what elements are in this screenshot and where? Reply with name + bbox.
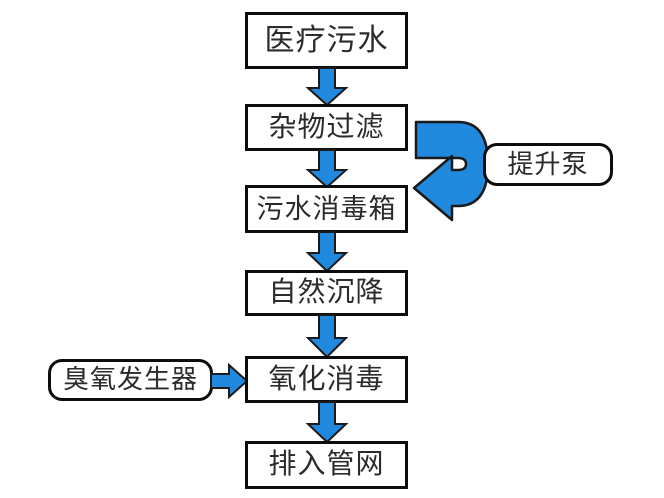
node-lift-pump[interactable]: 提升泵 bbox=[483, 143, 613, 186]
arrow-oxidation-to-pipe-network bbox=[303, 401, 351, 444]
arrow-disinfection-tank-to-sedimentation bbox=[303, 231, 351, 273]
node-label: 臭氧发生器 bbox=[62, 365, 198, 394]
node-label: 自然沉降 bbox=[268, 277, 385, 308]
node-label: 氧化消毒 bbox=[268, 363, 385, 395]
node-label: 提升泵 bbox=[507, 149, 589, 179]
node-discharge-to-pipe-network[interactable]: 排入管网 bbox=[245, 441, 408, 489]
node-debris-filter[interactable]: 杂物过滤 bbox=[245, 104, 408, 151]
node-label: 医疗污水 bbox=[264, 23, 389, 57]
arrow-debris-filter-to-disinfection-tank bbox=[303, 149, 351, 189]
node-label: 杂物过滤 bbox=[268, 111, 385, 143]
arrow-medical-wastewater-to-debris-filter bbox=[303, 67, 351, 107]
arrow-lift-pump-uturn bbox=[406, 116, 498, 228]
node-natural-sedimentation[interactable]: 自然沉降 bbox=[245, 270, 408, 316]
node-oxidation-disinfection[interactable]: 氧化消毒 bbox=[245, 356, 408, 403]
node-label: 污水消毒箱 bbox=[256, 193, 397, 224]
node-ozone-generator[interactable]: 臭氧发生器 bbox=[48, 359, 213, 401]
arrow-sedimentation-to-oxidation bbox=[303, 314, 351, 359]
node-label: 排入管网 bbox=[268, 449, 385, 480]
node-medical-wastewater[interactable]: 医疗污水 bbox=[245, 12, 408, 69]
node-sewage-disinfection-tank[interactable]: 污水消毒箱 bbox=[245, 185, 408, 233]
arrow-ozone-generator-to-oxidation bbox=[210, 362, 249, 400]
